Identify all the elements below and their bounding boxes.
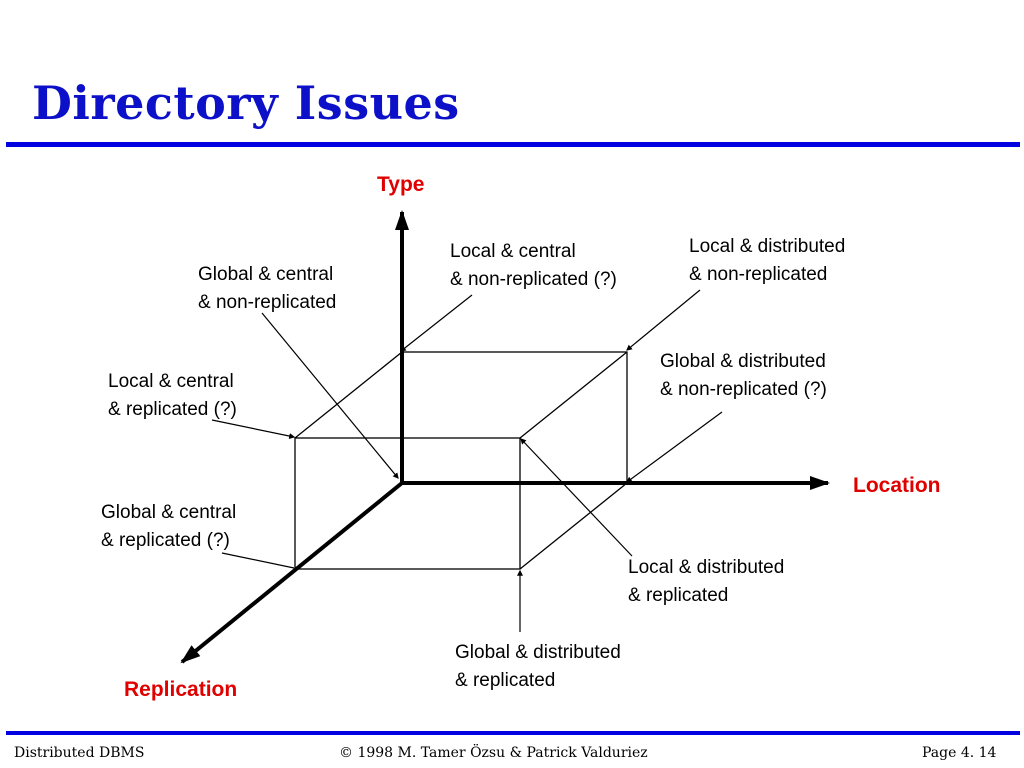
cube-edge-top-right <box>519 351 628 439</box>
type-axis-label: Type <box>377 173 425 196</box>
label-global-distributed-nonreplicated: Global & distributed & non-replicated (?… <box>660 351 827 400</box>
footer-page-number: Page 4. 14 <box>922 745 997 761</box>
footer-course: Distributed DBMS <box>14 745 145 761</box>
leader-local-distributed-nonrep <box>626 289 701 351</box>
footer-copyright: © 1998 M. Tamer Özsu & Patrick Valduriez <box>339 745 648 761</box>
label-local-central-nonreplicated: Local & central & non-replicated (?) <box>450 241 617 290</box>
location-axis-label: Location <box>853 474 941 497</box>
leader-lines <box>211 289 723 632</box>
cube-edge-top-left <box>294 351 403 439</box>
leader-global-distributed-nonrep <box>626 411 723 483</box>
label-global-central-replicated: Global & central & replicated (?) <box>101 502 237 551</box>
cube-front-face <box>294 437 521 570</box>
replication-axis-label: Replication <box>124 678 238 701</box>
replication-axis <box>180 481 404 664</box>
label-local-distributed-nonreplicated: Local & distributed & non-replicated <box>689 236 846 285</box>
label-global-central-nonreplicated: Global & central & non-replicated <box>198 264 337 313</box>
leader-local-central-nonrep <box>400 294 473 352</box>
title-divider <box>6 142 1020 147</box>
cube-back-face <box>401 351 628 484</box>
footer-divider <box>6 731 1020 735</box>
label-local-distributed-replicated: Local & distributed & replicated <box>628 557 785 606</box>
label-global-distributed-replicated: Global & distributed & replicated <box>455 642 621 691</box>
label-local-central-replicated: Local & central & replicated (?) <box>108 371 237 420</box>
leader-global-central-nonrep <box>261 312 399 479</box>
cube-edge-bottom-right <box>519 482 628 570</box>
page-title: Directory Issues <box>32 76 460 130</box>
leader-local-central-rep <box>211 419 296 439</box>
leader-global-central-rep <box>221 552 295 569</box>
cube <box>294 351 628 570</box>
leader-local-distributed-rep <box>520 438 633 557</box>
